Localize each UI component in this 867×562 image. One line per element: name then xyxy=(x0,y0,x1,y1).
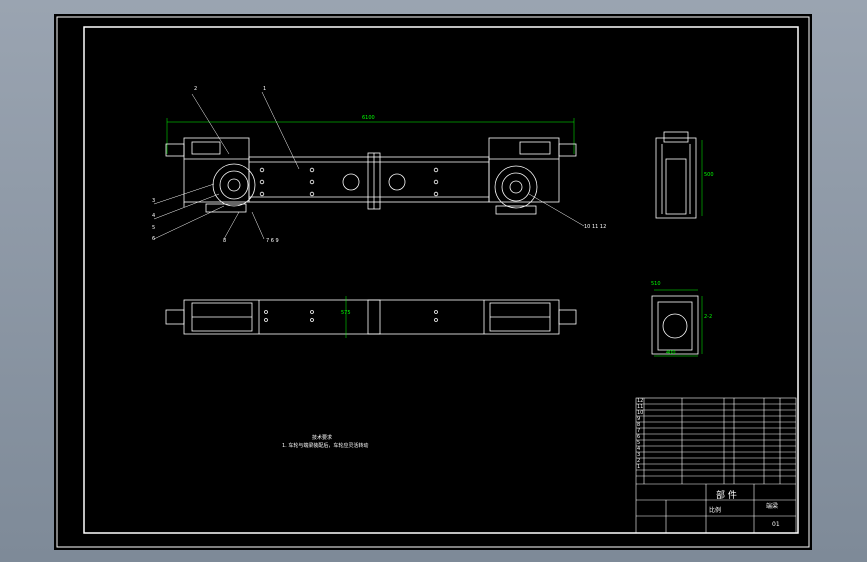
title-block-row-number: 5 xyxy=(637,440,641,446)
title-block-row-number: 12 xyxy=(637,398,644,404)
notes-line1: 1. 车轮与端梁装配后，车轮应灵活转动 xyxy=(282,443,369,449)
dim-bottom-width: 400 xyxy=(666,350,676,356)
title-block-row-number: 8 xyxy=(637,422,641,428)
title-block-row-number: 10 xyxy=(637,410,644,416)
title-block-sheet-no: 01 xyxy=(772,521,780,528)
callout-3: 3 xyxy=(152,198,156,204)
title-block-row-number: 9 xyxy=(637,416,641,422)
callout-5: 5 xyxy=(152,225,156,231)
title-block-row-number: 4 xyxy=(637,446,641,452)
dim-plan-width: 575 xyxy=(341,310,351,316)
callout-10-11-12: 10 11 12 xyxy=(584,224,607,230)
callout-6: 6 xyxy=(152,236,156,242)
inner-frame xyxy=(83,26,799,534)
cad-viewport[interactable]: 2 1 3 4 5 6 8 7 6 9 10 11 12 6100 500 57… xyxy=(54,14,812,550)
title-block xyxy=(635,397,797,534)
dim-height-side: 500 xyxy=(704,172,714,178)
title-block-row-number: 11 xyxy=(637,404,644,410)
callout-7-6-9: 7 6 9 xyxy=(266,238,279,244)
end-beam-plan xyxy=(165,296,577,338)
cad-drawing xyxy=(56,16,810,548)
title-block-row-number: 1 xyxy=(637,464,641,470)
callout-1: 1 xyxy=(263,86,267,92)
callout-4: 4 xyxy=(152,213,156,219)
callout-8: 8 xyxy=(223,238,227,244)
dim-top-width: 510 xyxy=(651,281,661,287)
outer-frame xyxy=(56,16,810,548)
notes-title: 技术要求 xyxy=(312,435,333,441)
end-beam-elevation xyxy=(153,91,585,240)
title-block-row-number: 7 xyxy=(637,428,641,434)
title-block-part-title: 部 件 xyxy=(716,491,737,501)
callout-2: 2 xyxy=(194,86,198,92)
dim-overall-length: 6100 xyxy=(362,115,375,121)
end-beam-side-view xyxy=(655,131,703,219)
title-block-row-number: 3 xyxy=(637,452,641,458)
title-block-drawing-label: 端梁 xyxy=(766,503,779,510)
title-block-row-number: 2 xyxy=(637,458,641,464)
end-beam-section-view xyxy=(651,289,703,357)
section-label: 2-2 xyxy=(704,314,713,320)
title-block-row-number: 6 xyxy=(637,434,641,440)
title-block-scale-label: 比例 xyxy=(709,507,722,514)
